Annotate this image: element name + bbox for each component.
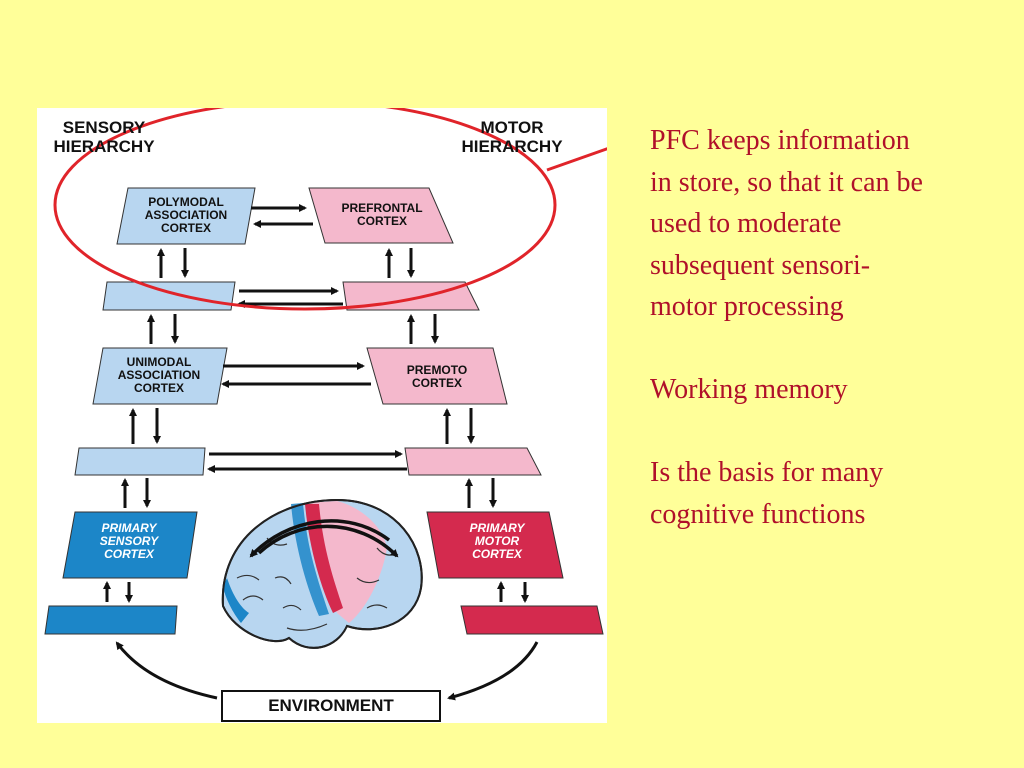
sensory-relay-box-2 — [74, 447, 206, 476]
primary-motor-cortex-label: PRIMARY MOTOR CORTEX — [469, 521, 525, 561]
polymodal-box — [116, 187, 256, 245]
diagram-graphics — [44, 108, 607, 701]
sensory-output-box — [44, 605, 178, 635]
sensory-relay-box-1 — [102, 281, 236, 311]
sensory-vertical-arrows — [103, 248, 189, 603]
horizontal-arrows — [207, 204, 407, 473]
text-column: PFC keeps information in store, so that … — [650, 120, 1010, 577]
working-memory-label: Working memory — [650, 374, 848, 405]
motor-vertical-arrows — [385, 248, 529, 603]
environment-loop-arrows — [115, 641, 539, 701]
pfc-description: PFC keeps information in store, so that … — [650, 125, 923, 322]
cognitive-functions-note: Is the basis for many cognitive function… — [650, 457, 884, 530]
premotor-box — [366, 347, 508, 405]
primary-sensory-box — [62, 511, 198, 579]
prefrontal-box — [308, 187, 454, 244]
primary-motor-box — [426, 511, 564, 579]
environment-box: ENVIRONMENT — [221, 690, 441, 722]
polymodal-association-cortex-label: POLYMODAL ASSOCIATION CORTEX — [144, 195, 228, 235]
diagram-panel: SENSORY HIERARCHY MOTOR HIERARCHY POLYMO… — [37, 108, 607, 723]
highlight-ellipse — [53, 108, 557, 311]
primary-sensory-cortex-label: PRIMARY SENSORY CORTEX — [99, 521, 159, 561]
motor-relay-box-1 — [342, 281, 480, 311]
prefrontal-cortex-label: PREFRONTAL CORTEX — [341, 201, 423, 228]
motor-relay-box-2 — [404, 447, 542, 476]
unimodal-box — [92, 347, 228, 405]
highlight-pointer-line — [546, 147, 607, 172]
motor-output-box — [460, 605, 604, 635]
unimodal-association-cortex-label: UNIMODAL ASSOCIATION CORTEX — [117, 355, 201, 395]
premotor-cortex-label: PREMOTO CORTEX — [406, 363, 468, 390]
motor-hierarchy-header: MOTOR HIERARCHY — [461, 118, 563, 156]
sensory-hierarchy-header: SENSORY HIERARCHY — [53, 118, 155, 156]
brain-illustration — [221, 498, 423, 649]
